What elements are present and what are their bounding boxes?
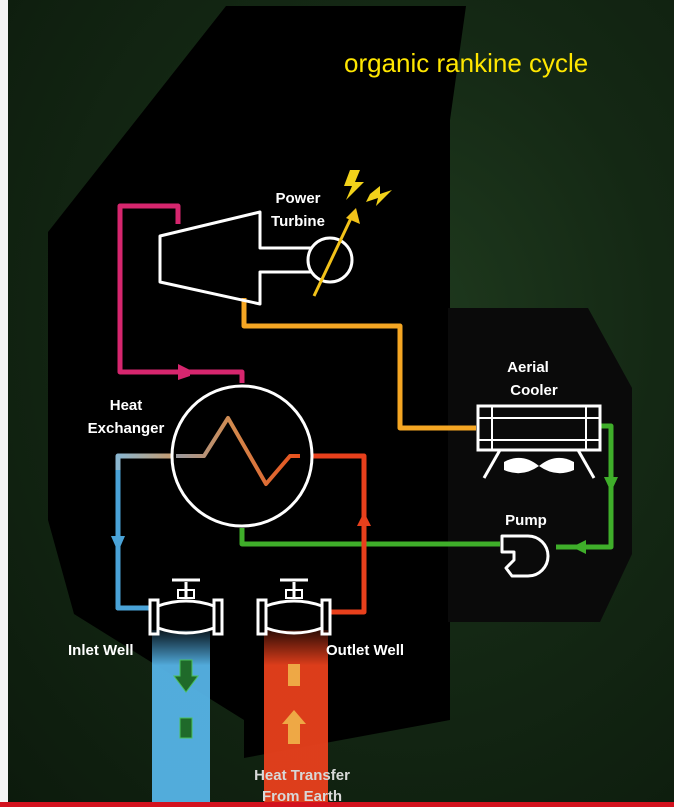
flow-arrow-icon xyxy=(357,512,371,526)
outlet-well-label: Outlet Well xyxy=(326,642,404,659)
heat-exchanger-label: Heat xyxy=(110,397,143,414)
arrow-up-icon xyxy=(282,710,306,744)
progress-bar[interactable] xyxy=(0,802,674,807)
flow-arrow-icon xyxy=(111,536,125,552)
arrow-down-icon xyxy=(179,717,193,739)
hot-brine-line xyxy=(300,453,367,615)
inlet-well-label: Inlet Well xyxy=(68,642,134,659)
inlet-valve xyxy=(148,578,224,636)
heat-exchanger xyxy=(170,384,314,528)
flow-arrow-icon xyxy=(604,477,618,492)
aerial-cooler-label: Cooler xyxy=(510,382,558,399)
arrow-down-icon xyxy=(173,659,199,693)
diagram-title: organic rankine cycle xyxy=(344,48,588,78)
window-edge xyxy=(0,0,8,807)
arrow-up-icon xyxy=(346,208,360,224)
power-turbine-label: Turbine xyxy=(271,213,325,230)
arrow-up-icon xyxy=(288,664,300,686)
pump xyxy=(500,534,550,578)
heat-exchanger-coil xyxy=(176,416,300,486)
lightning-icon xyxy=(344,170,364,200)
generator-output-arrow xyxy=(312,215,354,297)
heat-exchanger-label: Exchanger xyxy=(88,420,165,437)
aerial-cooler-label: Aerial xyxy=(507,359,549,376)
flow-arrow-icon xyxy=(178,364,190,380)
fan-icon xyxy=(504,457,574,474)
vapor-line xyxy=(117,203,245,383)
condensate-to-hx-line xyxy=(239,528,500,547)
outlet-valve xyxy=(256,578,332,636)
heat-transfer-label: Heat Transfer xyxy=(254,767,350,784)
flow-arrow-icon xyxy=(572,540,586,554)
turbine-exhaust-line xyxy=(241,298,476,431)
heat-transfer-label: From Earth xyxy=(262,788,342,805)
lightning-icon xyxy=(366,186,392,206)
cooler-panel xyxy=(448,308,632,622)
aerial-cooler xyxy=(476,404,602,479)
pump-label: Pump xyxy=(505,512,547,529)
power-turbine-label: Power xyxy=(275,190,320,207)
